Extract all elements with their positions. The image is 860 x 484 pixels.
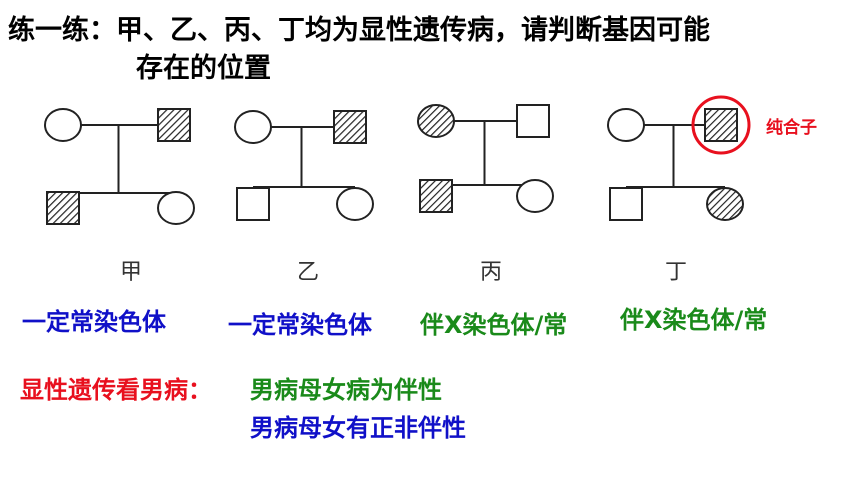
- pedigree-2-child1-male: [236, 187, 270, 221]
- pedigree-3-child1-affected-male: [419, 179, 453, 213]
- annotation-homozygous: 纯合子: [766, 118, 817, 138]
- pedigree-2-answer: 一定常染色体: [228, 311, 372, 339]
- pedigree-4-child1-male: [609, 187, 643, 221]
- pedigree-3-label: 丙: [480, 260, 503, 285]
- pedigree-1-parent2-affected-male: [157, 108, 191, 142]
- pedigree-1-parent1-female: [44, 108, 82, 142]
- pedigree-4-parent2-affected-male: [704, 108, 738, 142]
- page-title-line2: 存在的位置: [136, 53, 271, 84]
- rule-line2: 男病母女有正非伴性: [250, 414, 466, 442]
- pedigree-1-answer: 一定常染色体: [22, 308, 166, 336]
- pedigree-3-answer: 伴X染色体/常: [420, 311, 568, 339]
- pedigree-2-child2-female: [336, 187, 374, 221]
- pedigree-4-parent1-female: [607, 108, 645, 142]
- pedigree-3-parent1-affected-female: [417, 104, 455, 138]
- page-title-line1: 练一练：甲、乙、丙、丁均为显性遗传病，请判断基因可能: [8, 15, 710, 46]
- pedigree-2-parent2-affected-male: [333, 110, 367, 144]
- rule-lead: 显性遗传看男病：: [20, 376, 212, 404]
- pedigree-4-label: 丁: [665, 260, 688, 285]
- pedigree-4-answer: 伴X染色体/常: [620, 306, 768, 334]
- pedigree-3-child2-female: [516, 179, 554, 213]
- pedigree-3-parent2-male: [516, 104, 550, 138]
- pedigree-2-label: 乙: [297, 260, 320, 285]
- pedigree-1-label: 甲: [120, 260, 143, 285]
- homozygous-highlight-circle: [691, 95, 751, 155]
- pedigree-1-child1-affected-male: [46, 191, 80, 225]
- pedigree-1-child2-female: [157, 191, 195, 225]
- pedigree-4-child2-affected-female: [706, 187, 744, 221]
- rule-line1: 男病母女病为伴性: [250, 376, 442, 404]
- pedigree-2-parent1-female: [234, 110, 272, 144]
